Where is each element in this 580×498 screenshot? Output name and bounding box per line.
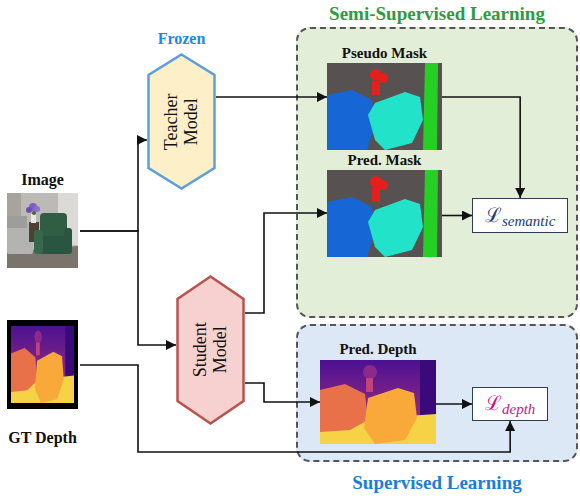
arrow-connector [436, 403, 472, 405]
hexagon-shape [178, 277, 244, 424]
panel-label: Pred. Mask [348, 151, 422, 169]
loss-box: ℒdepth [472, 387, 548, 421]
arrow-connector [80, 231, 176, 345]
panel-label: Pseudo Mask [342, 44, 427, 62]
gt-depth-content [11, 326, 74, 403]
model-name: Teacher Model [162, 87, 202, 157]
heading-holder: Frozen [127, 29, 236, 49]
image-panel: Pred. Mask [327, 151, 442, 254]
photo-chair-seat [36, 236, 72, 254]
pred-depth-image [320, 360, 436, 444]
photo-chair-back [40, 213, 67, 239]
photo-flower [26, 207, 32, 213]
hexagon-shape [149, 55, 215, 189]
arrow-connector [216, 96, 327, 98]
loss-label: ℒdepth [485, 391, 535, 417]
loss-box: ℒsemantic [472, 198, 568, 233]
gt-depth-frame [7, 320, 78, 409]
arrow-connector [442, 97, 520, 198]
panel-label: Pred. Depth [339, 340, 416, 358]
region-box: Supervised LearningPred. Depthℒdepth [296, 324, 578, 462]
photo-wall [7, 193, 21, 223]
arrow-connector [442, 215, 472, 217]
image-panel: Image [5, 170, 80, 268]
room-photo [7, 193, 78, 268]
pred-mask-image [327, 170, 442, 257]
panel-label: Image [21, 170, 64, 190]
region-title: Supervised Learning [298, 472, 576, 494]
photo-floor [7, 246, 78, 268]
image-panel: GT Depth [5, 320, 80, 448]
photo-window [58, 193, 78, 245]
arrow-connector [245, 213, 327, 313]
model-hexagon: Student Model [176, 275, 245, 425]
photo-flower [29, 203, 37, 211]
photo-chair-arm [64, 228, 72, 252]
panel-label: GT Depth [8, 428, 77, 448]
photo-leaf [32, 211, 36, 215]
region-box: Semi-Supervised LearningPseudo MaskPred.… [296, 27, 578, 318]
loss-symbol: ℒ [485, 203, 502, 227]
pseudo-mask-image [327, 63, 442, 150]
loss-subscript: semantic [502, 213, 555, 229]
loss-subscript: depth [502, 401, 535, 417]
heading-holder: Semi-Supervised Learning [298, 3, 576, 25]
heading-holder: Supervised Learning [298, 472, 576, 494]
photo-flower [34, 206, 40, 212]
model-name: Student Model [191, 315, 231, 385]
loss-label: ℒsemantic [485, 203, 555, 229]
photo-background [7, 193, 78, 268]
image-panel: Pred. Depth [320, 340, 436, 444]
arrow-connector [80, 140, 147, 231]
image-panel: Pseudo Mask [327, 44, 442, 150]
arrow-connector [245, 383, 320, 402]
gt-depth-image [11, 326, 74, 403]
model-hexagon: FrozenTeacher Model [147, 53, 216, 190]
loss-symbol: ℒ [485, 391, 502, 415]
region-title: Semi-Supervised Learning [298, 3, 576, 25]
arrow-connector [80, 365, 510, 452]
photo-table [29, 222, 39, 242]
photo-chair-arm [34, 230, 43, 254]
photo-sofa [7, 224, 33, 254]
photo-sofa-back [7, 216, 27, 228]
photo-vase [31, 214, 36, 223]
frozen-tag: Frozen [127, 29, 236, 49]
